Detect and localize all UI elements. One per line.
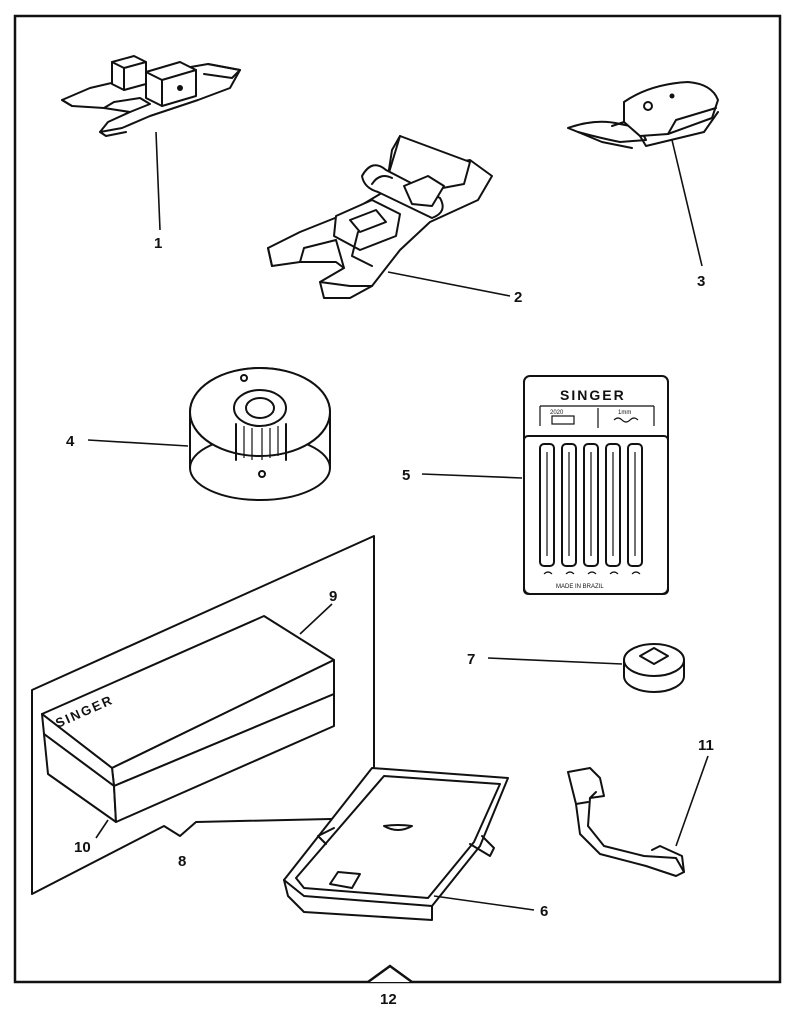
- part-4-bobbin: [189, 367, 331, 501]
- part-7-spool-cap: [623, 643, 685, 693]
- needle-pack-brand: SINGER: [560, 387, 626, 403]
- part-5-needle-pack: SINGER 2020 1mm MADE IN BRAZIL: [523, 375, 669, 595]
- callout-5: 5: [402, 467, 410, 484]
- callout-12: 12: [380, 991, 397, 1008]
- needle-pack-left-label: 2020: [550, 410, 564, 416]
- leader-3: [671, 139, 703, 267]
- leader-11: [675, 755, 709, 847]
- callout-9: 9: [329, 588, 337, 605]
- callout-11: 11: [698, 737, 714, 754]
- needle-pack-right-label: 1mm: [618, 410, 631, 416]
- callout-3: 3: [697, 273, 705, 290]
- leader-2: [387, 271, 511, 297]
- callout-7: 7: [467, 651, 475, 668]
- part-2-zigzag-foot: [267, 135, 493, 299]
- leader-1: [155, 131, 161, 231]
- part-10-box-base: [43, 693, 335, 823]
- needle-pack-footer: MADE IN BRAZIL: [556, 584, 604, 590]
- part-11-guide-bracket: [567, 767, 685, 877]
- leader-6: [433, 895, 535, 911]
- part-6-feed-cover-plate: [283, 767, 509, 921]
- part-8-accessory-box-set: SINGER: [31, 535, 375, 895]
- callout-10: 10: [74, 839, 91, 856]
- leader-9: [299, 603, 333, 635]
- frame-pointer: [367, 964, 413, 984]
- needle-slots: [539, 443, 643, 567]
- leader-7: [487, 657, 623, 665]
- part-9-box-lid: SINGER: [41, 615, 335, 787]
- callout-6: 6: [540, 903, 548, 920]
- callout-2: 2: [514, 289, 522, 306]
- part-1-presser-foot: [61, 55, 241, 137]
- leader-4: [87, 439, 189, 447]
- callout-1: 1: [154, 235, 162, 252]
- part-3-hinged-foot: [567, 81, 719, 149]
- leader-10: [95, 819, 109, 839]
- callout-8: 8: [178, 853, 186, 870]
- leader-5: [421, 473, 523, 479]
- callout-4: 4: [66, 433, 75, 450]
